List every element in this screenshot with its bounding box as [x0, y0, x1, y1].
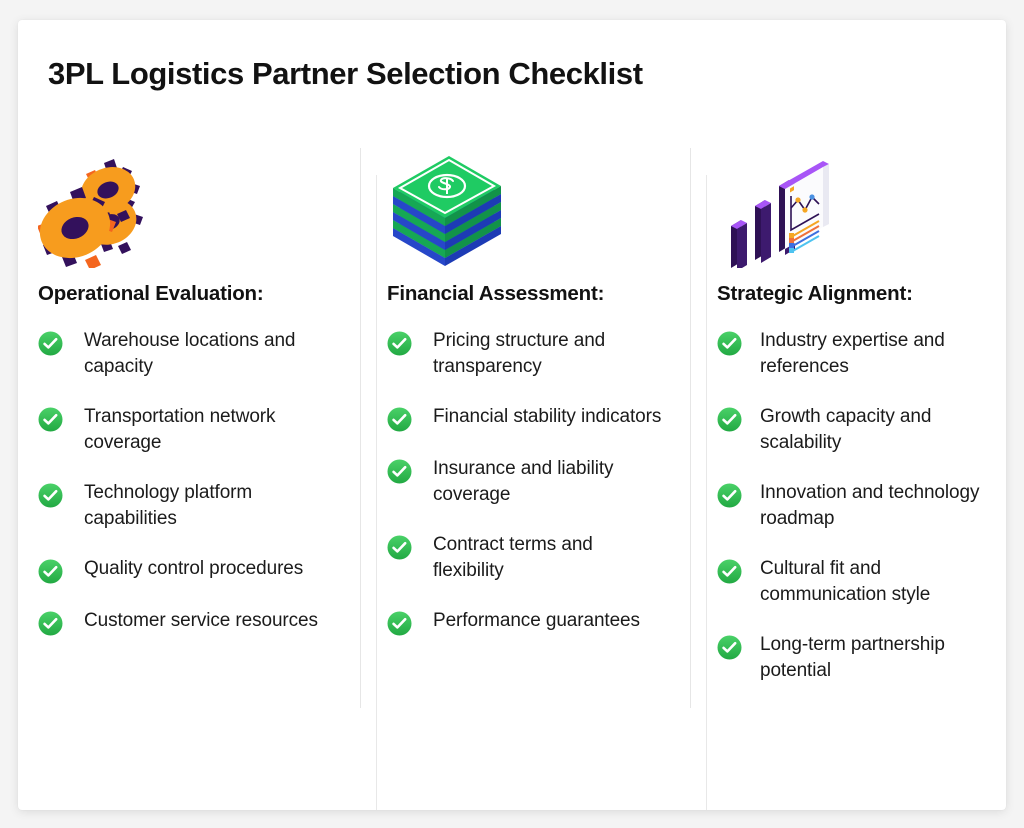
list-item: Financial stability indicators	[387, 404, 668, 432]
list-item: Performance guarantees	[387, 608, 668, 636]
bar-chart-report-icon	[717, 148, 996, 268]
list-item-label: Technology platform capabilities	[84, 482, 253, 529]
column-heading: Operational Evaluation:	[38, 282, 264, 305]
column-divider-1	[376, 175, 377, 810]
check-circle-icon	[387, 611, 412, 636]
list-item-label: Transportation network coverage	[84, 406, 276, 453]
list-item: Warehouse locations and capacity	[38, 328, 338, 380]
checklist-column-financial: Financial Assessment: Pricing structure …	[360, 148, 690, 708]
list-item-label: Growth capacity and scalability	[760, 406, 932, 453]
check-circle-icon	[717, 483, 742, 508]
check-circle-icon	[38, 407, 63, 432]
list-item: Quality control procedures	[38, 556, 338, 584]
check-circle-icon	[387, 407, 412, 432]
list-item-label: Cultural fit and communication style	[760, 558, 931, 605]
checklist-items: Industry expertise and references Growth…	[717, 328, 996, 684]
list-item-label: Long-term partnership potential	[760, 634, 945, 681]
list-item-label: Pricing structure and transparency	[433, 330, 606, 377]
checklist-column-strategic: Strategic Alignment: Industry expertise …	[690, 148, 1006, 708]
list-item: Long-term partnership potential	[717, 632, 996, 684]
list-item: Transportation network coverage	[38, 404, 338, 456]
check-circle-icon	[387, 459, 412, 484]
check-circle-icon	[717, 331, 742, 356]
list-item: Pricing structure and transparency	[387, 328, 668, 380]
checklist-column-operational: Operational Evaluation: Warehouse locati…	[18, 148, 360, 708]
checklist-card: 3PL Logistics Partner Selection Checklis…	[18, 20, 1006, 810]
gears-icon	[38, 148, 338, 268]
check-circle-icon	[717, 407, 742, 432]
list-item: Technology platform capabilities	[38, 480, 338, 532]
list-item: Industry expertise and references	[717, 328, 996, 380]
list-item-label: Contract terms and flexibility	[433, 534, 593, 581]
checklist-items: Warehouse locations and capacity Transpo…	[38, 328, 338, 636]
column-divider-2	[706, 175, 707, 810]
list-item: Customer service resources	[38, 608, 338, 636]
checklist-items: Pricing structure and transparency Finan…	[387, 328, 668, 636]
column-heading: Strategic Alignment:	[717, 282, 913, 305]
money-stack-icon	[387, 148, 668, 268]
list-item: Cultural fit and communication style	[717, 556, 996, 608]
list-item-label: Quality control procedures	[84, 558, 304, 579]
check-circle-icon	[717, 635, 742, 660]
list-item: Innovation and technology roadmap	[717, 480, 996, 532]
check-circle-icon	[38, 331, 63, 356]
check-circle-icon	[717, 559, 742, 584]
check-circle-icon	[38, 559, 63, 584]
check-circle-icon	[387, 331, 412, 356]
list-item: Insurance and liability coverage	[387, 456, 668, 508]
list-item: Growth capacity and scalability	[717, 404, 996, 456]
list-item-label: Financial stability indicators	[433, 406, 662, 427]
list-item: Contract terms and flexibility	[387, 532, 668, 584]
list-item-label: Warehouse locations and capacity	[84, 330, 296, 377]
check-circle-icon	[38, 483, 63, 508]
check-circle-icon	[387, 535, 412, 560]
list-item-label: Industry expertise and references	[760, 330, 945, 377]
page-title: 3PL Logistics Partner Selection Checklis…	[48, 56, 643, 91]
list-item-label: Insurance and liability coverage	[433, 458, 614, 505]
list-item-label: Innovation and technology roadmap	[760, 482, 980, 529]
checklist-columns: Operational Evaluation: Warehouse locati…	[18, 148, 1006, 708]
list-item-label: Customer service resources	[84, 610, 318, 631]
check-circle-icon	[38, 611, 63, 636]
column-heading: Financial Assessment:	[387, 282, 605, 305]
list-item-label: Performance guarantees	[433, 610, 640, 631]
